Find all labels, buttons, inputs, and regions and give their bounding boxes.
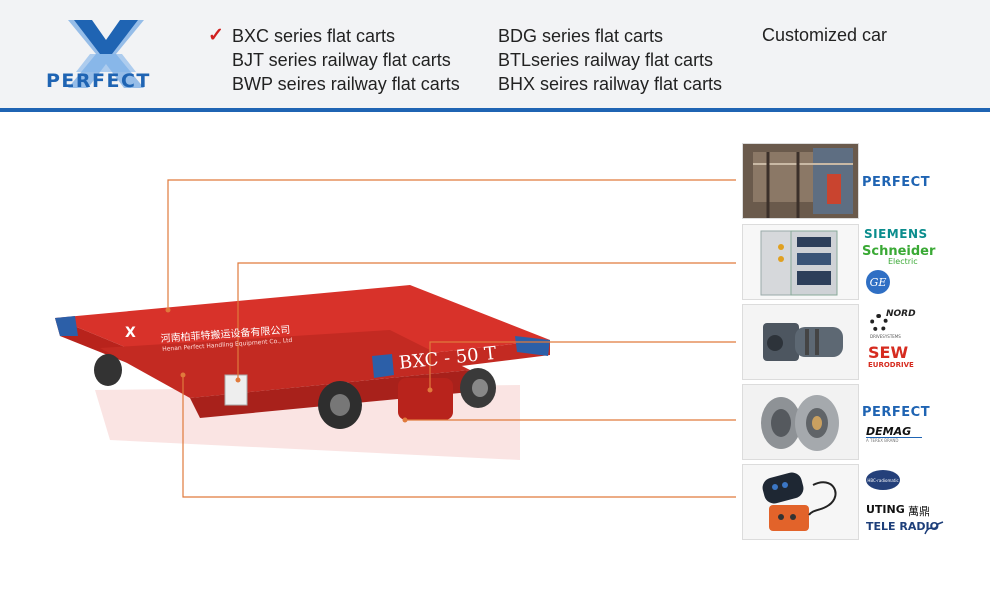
nav-btl-series[interactable]: BTLseries railway flat carts — [498, 50, 714, 70]
demag-underline — [866, 437, 922, 438]
wheel-set-icon — [743, 385, 858, 459]
brand-demag-terex: A TEREX BRAND — [866, 438, 899, 443]
nord-gear-icon — [870, 314, 888, 332]
thumb-frame-workshop[interactable] — [742, 143, 859, 219]
brand-demag: DEMAG — [866, 425, 912, 438]
brand-perfect-wheels: PERFECT — [862, 405, 931, 420]
thumb-wheels[interactable] — [742, 384, 859, 460]
selected-check-icon: ✓ — [208, 25, 224, 46]
nav-bwp-series[interactable]: BWP seires railway flat carts — [232, 74, 460, 94]
cart-chassis — [100, 330, 470, 398]
brand-sew-eurodrive: EURODRIVE — [868, 361, 914, 369]
workshop-photo-icon — [743, 144, 858, 218]
nav-bhx-series[interactable]: BHX seires railway flat carts — [498, 74, 723, 94]
brand-nord-drivesystems: DRIVESYSTEMS — [870, 334, 901, 339]
wheel-rear-left — [94, 354, 122, 386]
remote-control-icon — [743, 465, 858, 539]
brand-perfect-frame: PERFECT — [862, 175, 931, 190]
brand-schneider: Schneider — [862, 244, 936, 259]
bumper-right — [515, 336, 550, 356]
brand-tele-radio: TELE RADIO — [866, 520, 939, 533]
brand-schneider-electric: Electric — [888, 257, 918, 266]
leader-lines — [167, 179, 736, 498]
bumper-front — [372, 354, 394, 378]
drive-motor — [398, 378, 453, 420]
nav-bdg-series[interactable]: BDG series flat carts — [498, 26, 664, 46]
thumb-electric-cabinet[interactable] — [742, 224, 859, 300]
brand-uting-cn: 萬鼎 — [908, 505, 930, 518]
cart-diagram — [55, 179, 736, 498]
header-divider — [0, 108, 990, 112]
brand-nord: NORD — [886, 309, 916, 319]
brand-sew: SEW — [868, 343, 909, 362]
hbc-radiomatic-logo-icon: HBC-radiomatic — [866, 470, 900, 490]
brand-logo-text[interactable]: PERFECT — [46, 70, 151, 92]
gear-motor-icon — [743, 305, 858, 379]
nav-bxc-series[interactable]: BXC series flat carts — [232, 26, 396, 46]
ge-logo-icon: GE — [866, 270, 890, 294]
cart-logo-icon: X — [125, 325, 136, 341]
bumper-left — [55, 316, 78, 336]
thumb-gear-motor[interactable] — [742, 304, 859, 380]
thumb-remote-control[interactable] — [742, 464, 859, 540]
perfect-x-logo-icon[interactable] — [44, 14, 169, 94]
brand-siemens: SIEMENS — [864, 227, 928, 241]
nav-customized-car[interactable]: Customized car — [762, 25, 888, 45]
nav-bjt-series[interactable]: BJT series railway flat carts — [232, 50, 451, 70]
electric-cabinet-icon — [743, 225, 858, 299]
header-bar — [0, 0, 990, 108]
control-box — [224, 374, 248, 406]
tele-radio-swoosh-icon — [924, 521, 944, 535]
brand-uting: UTING — [866, 503, 905, 516]
